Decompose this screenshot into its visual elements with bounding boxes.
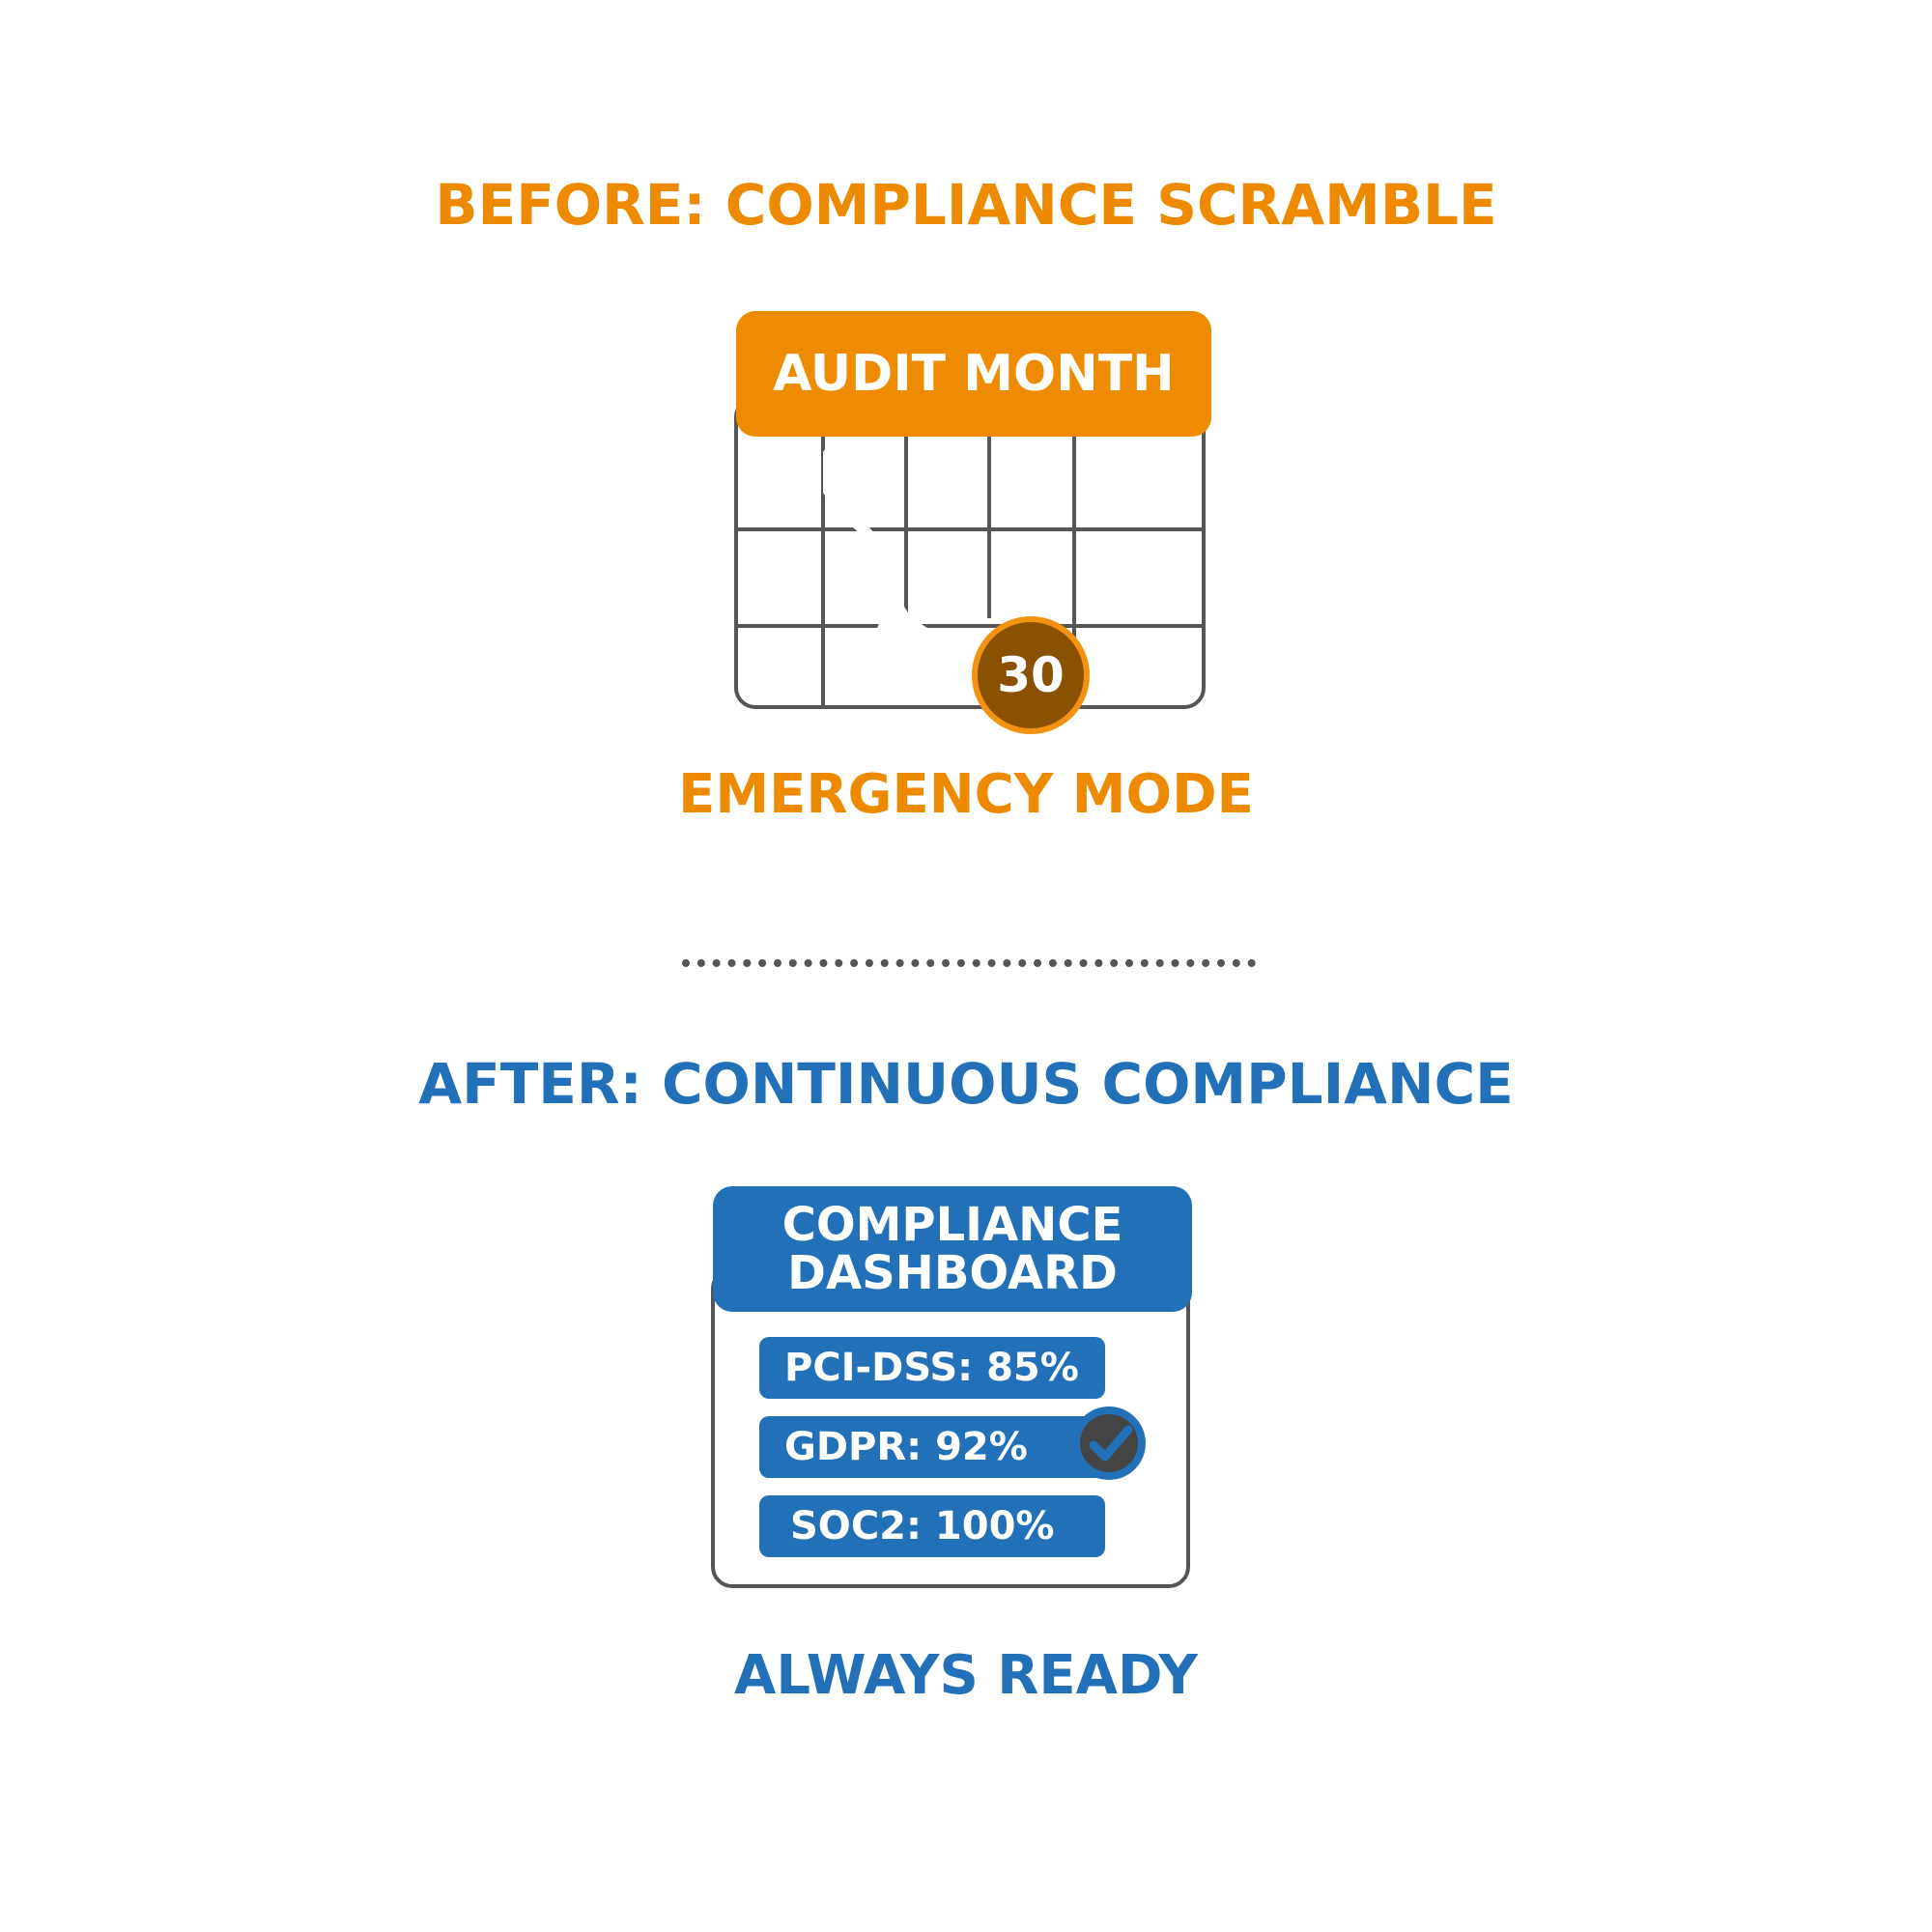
- dashboard-header-line2: DASHBOARD: [787, 1246, 1118, 1300]
- metric-gdpr: GDPR: 92%: [759, 1416, 1105, 1478]
- crack-shape: [823, 444, 927, 705]
- after-title: AFTER: CONTINUOUS COMPLIANCE: [418, 1051, 1514, 1117]
- always-ready-label: ALWAYS READY: [734, 1644, 1198, 1707]
- calendar-header: AUDIT MONTH: [736, 311, 1211, 437]
- metric-soc2: SOC2: 100%: [759, 1495, 1105, 1557]
- metric-pci-dss: PCI-DSS: 85%: [759, 1337, 1105, 1399]
- section-divider: [682, 959, 1256, 967]
- before-title: BEFORE: COMPLIANCE SCRAMBLE: [435, 172, 1497, 238]
- checkmark-icon: [1072, 1406, 1146, 1480]
- dashboard-header-line1: COMPLIANCE: [781, 1198, 1123, 1252]
- dashboard-header: COMPLIANCE DASHBOARD: [713, 1186, 1192, 1312]
- day-badge: 30: [972, 616, 1090, 734]
- calendar-grid: [738, 396, 1202, 705]
- emergency-mode-label: EMERGENCY MODE: [678, 763, 1254, 826]
